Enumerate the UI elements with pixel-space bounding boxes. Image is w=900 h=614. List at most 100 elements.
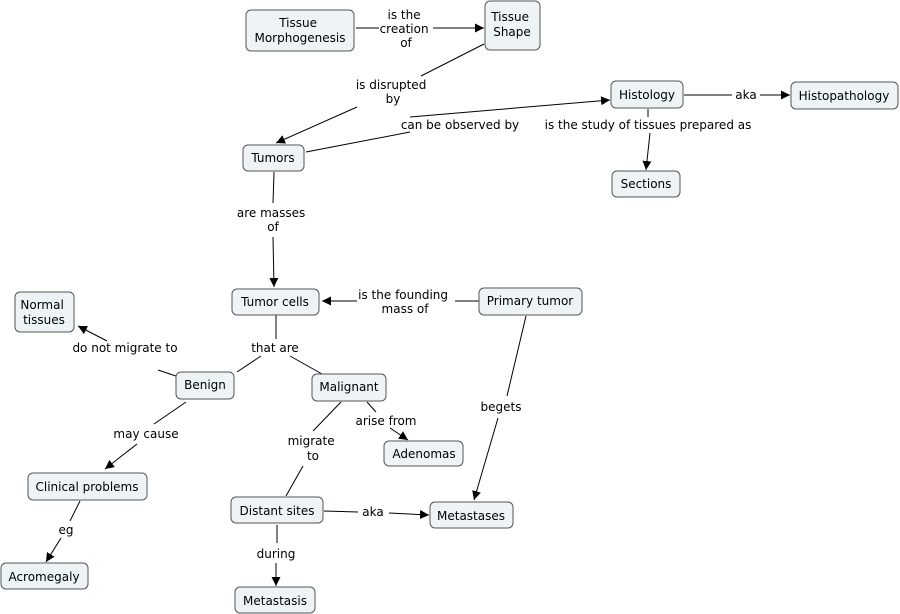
link-label-migrate-to: migrate to bbox=[288, 434, 339, 463]
link-label-are-masses-of: are masses of bbox=[237, 206, 309, 234]
node-box bbox=[14, 291, 75, 333]
node-label: Tissue Shape bbox=[490, 10, 533, 39]
link-label-do-not-migrate-to: do not migrate to bbox=[72, 341, 177, 355]
node-tissue-morphogenesis[interactable]: Tissue Morphogenesis bbox=[245, 9, 355, 52]
node-label: Sections bbox=[621, 177, 672, 191]
node-label: Tumors bbox=[250, 151, 294, 165]
node-label: Tumor cells bbox=[240, 295, 309, 309]
link-label-line: of bbox=[267, 220, 279, 234]
edges bbox=[45, 23, 790, 586]
link-label-line: creation bbox=[380, 22, 429, 36]
node-box bbox=[790, 81, 899, 110]
node-distant-sites[interactable]: Distant sites bbox=[230, 496, 324, 524]
edge-may-cause-label-to-clinical-problems bbox=[104, 443, 138, 470]
edge-clinical-problems-to-eg-label bbox=[69, 500, 81, 522]
node-box bbox=[242, 144, 305, 172]
node-label: Benign bbox=[184, 378, 226, 392]
node-box bbox=[478, 287, 583, 316]
edge-malignant-to-migrate-label bbox=[312, 401, 342, 432]
edge-eg-label-to-acromegaly bbox=[45, 537, 62, 563]
link-label-aka-distant: aka bbox=[362, 505, 383, 519]
node-tumor-cells[interactable]: Tumor cells bbox=[231, 288, 320, 316]
link-label-is-disrupted-by: is disrupted by bbox=[356, 78, 430, 106]
link-label-line: is disrupted bbox=[356, 78, 426, 92]
node-label-line: tissues bbox=[23, 313, 65, 327]
edge-study-label-to-sections bbox=[642, 132, 652, 171]
node-tissue-shape[interactable]: Tissue Shape bbox=[484, 0, 541, 51]
node-label: Histology bbox=[619, 88, 675, 102]
node-box bbox=[611, 170, 681, 198]
node-label-line: Tissue bbox=[278, 16, 317, 30]
node-box bbox=[27, 472, 148, 501]
node-histopathology[interactable]: Histopathology bbox=[790, 81, 899, 110]
node-box bbox=[383, 440, 464, 467]
link-label-begets: begets bbox=[481, 400, 522, 414]
link-label-is-the-founding-mass-of: is the founding mass of bbox=[358, 288, 452, 316]
node-malignant[interactable]: Malignant bbox=[311, 373, 387, 402]
edge-that-are-label-to-malignant bbox=[289, 355, 323, 375]
edge-benign-to-do-not-migrate-label bbox=[157, 369, 177, 377]
link-label-line: is the bbox=[388, 8, 421, 22]
node-adenomas[interactable]: Adenomas bbox=[383, 440, 464, 467]
edge-that-are-label-to-benign bbox=[236, 355, 262, 373]
node-label: Normal tissues bbox=[20, 298, 67, 327]
node-box bbox=[245, 9, 355, 52]
node-label: Tissue Morphogenesis bbox=[254, 16, 345, 45]
link-labels: is the creation of is disrupted by can b… bbox=[59, 8, 757, 561]
node-box bbox=[231, 288, 320, 316]
node-metastasis[interactable]: Metastasis bbox=[234, 586, 316, 614]
edge-arise-label-to-adenomas bbox=[389, 427, 409, 441]
node-label: Histopathology bbox=[799, 89, 890, 103]
node-label: Primary tumor bbox=[487, 294, 574, 308]
node-box bbox=[484, 0, 541, 51]
link-label-line: are masses bbox=[237, 206, 305, 220]
node-sections[interactable]: Sections bbox=[611, 170, 681, 198]
node-benign[interactable]: Benign bbox=[175, 371, 235, 400]
node-label: Malignant bbox=[319, 380, 379, 394]
link-label-is-the-creation-of: is the creation of bbox=[380, 8, 433, 50]
node-label: Metastases bbox=[437, 509, 505, 523]
link-label-line: by bbox=[386, 92, 401, 106]
edge-do-not-migrate-label-to-normal-tissues bbox=[77, 325, 108, 342]
node-label: Adenomas bbox=[392, 447, 455, 461]
node-box bbox=[234, 586, 316, 614]
edge-tissue-shape-to-disrupted-label bbox=[420, 43, 485, 77]
node-metastases[interactable]: Metastases bbox=[429, 501, 514, 529]
node-box bbox=[175, 371, 235, 400]
link-label-can-be-observed-by: can be observed by bbox=[401, 118, 519, 132]
link-label-line: to bbox=[307, 449, 319, 463]
node-box bbox=[0, 562, 89, 590]
node-acromegaly[interactable]: Acromegaly bbox=[0, 562, 89, 590]
link-label-line: of bbox=[400, 36, 412, 50]
edge-masses-label-to-tumor-cells bbox=[269, 236, 279, 288]
node-normal-tissues[interactable]: Normal tissues bbox=[14, 291, 75, 333]
node-tumors[interactable]: Tumors bbox=[242, 144, 305, 172]
node-primary-tumor[interactable]: Primary tumor bbox=[478, 287, 583, 316]
node-histology[interactable]: Histology bbox=[610, 80, 684, 109]
node-label-line: Shape bbox=[493, 25, 531, 39]
link-label-aka-histology: aka bbox=[735, 88, 756, 102]
node-label-line: Normal bbox=[20, 298, 63, 312]
link-label-line: migrate bbox=[288, 434, 335, 448]
link-label-that-are: that are bbox=[251, 341, 299, 355]
link-label-line: is the founding bbox=[358, 288, 448, 302]
node-clinical-problems[interactable]: Clinical problems bbox=[27, 472, 148, 501]
node-label: Clinical problems bbox=[36, 480, 139, 494]
edge-tumors-to-masses-label bbox=[272, 171, 275, 204]
edge-malignant-to-arise-label bbox=[366, 401, 377, 413]
link-label-during: during bbox=[257, 547, 296, 561]
node-label-line: Morphogenesis bbox=[254, 31, 345, 45]
edge-primary-tumor-to-begets-label bbox=[506, 315, 527, 397]
edge-begets-label-to-metastases bbox=[472, 417, 499, 501]
edge-observed-label-to-histology bbox=[409, 96, 611, 118]
edge-tumors-to-observed-label bbox=[305, 131, 411, 153]
edge-aka-label-to-metastases bbox=[388, 510, 430, 520]
link-label-eg: eg bbox=[59, 523, 74, 537]
node-box bbox=[230, 496, 324, 524]
node-label: Metastasis bbox=[243, 594, 307, 608]
edge-migrate-label-to-distant-sites bbox=[285, 465, 304, 497]
edge-disrupted-label-to-tumors bbox=[275, 106, 358, 144]
link-label-is-the-study-of: is the study of tissues prepared as bbox=[545, 118, 752, 132]
